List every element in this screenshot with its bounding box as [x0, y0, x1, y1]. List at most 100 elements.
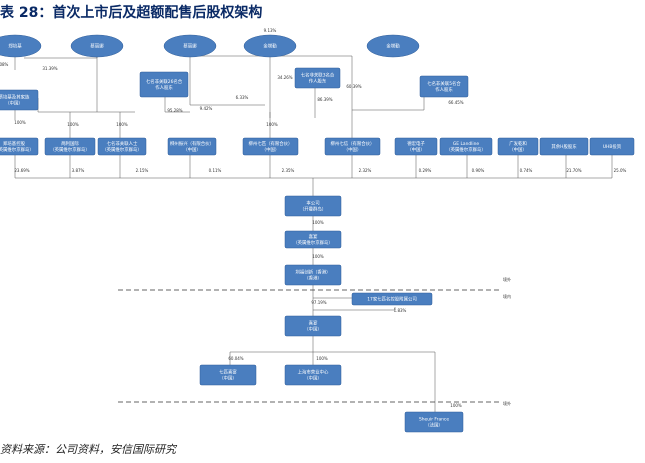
shareholder-1-text: 郑培基控股	[3, 140, 26, 147]
region-label-3: 境外	[503, 400, 511, 406]
chain-box-1-rect	[284, 230, 342, 249]
shareholder-6-text: 柳州七信（有限合伙）	[331, 140, 375, 147]
side-box-1-rect	[139, 71, 189, 98]
edge-label-25: 25.0%	[614, 168, 627, 173]
subsidiary-box-2-text: 上海市营业中心	[298, 369, 329, 376]
edge-label-16: 3.87%	[72, 168, 85, 173]
side-box-2-text: 作人股东	[309, 78, 327, 85]
side-box-3-text: 作人股东	[435, 86, 453, 93]
holding-box-left-text: 蔡培基及其家族	[0, 94, 30, 101]
group-box-rect	[351, 292, 433, 306]
person-4: 金增勤	[243, 34, 297, 58]
entity-boxes: 郑培基蔡丽娜蔡丽娜金增勤金增勤七名非关联26名合作人股东七名非关联3名合作人股东…	[0, 34, 635, 433]
shareholder-4-rect	[167, 137, 217, 156]
shareholder-4-text: （中国）	[183, 146, 201, 153]
shareholder-5-text: 柳州七匹（有限合伙）	[249, 140, 293, 147]
edge-label-8: 86.39%	[317, 97, 332, 102]
edge-label-30: 60.04%	[228, 356, 243, 361]
person-1: 郑培基	[0, 34, 42, 58]
edge-label-28: 97.19%	[311, 300, 326, 305]
subsidiary-box-2: 上海市营业中心（中国）	[284, 364, 342, 386]
person-2-text: 蔡丽娜	[90, 43, 104, 50]
chain-box-3-text: （中国）	[304, 326, 322, 333]
shareholder-9-text: （中国）	[509, 146, 527, 153]
shareholder-3-rect	[97, 137, 147, 156]
chain-box-3-rect	[284, 315, 342, 337]
france-box-text: Sheuir France	[419, 417, 449, 423]
shareholder-2: 两利国际（英属维尔京群岛）	[44, 137, 96, 156]
shareholder-7-rect	[394, 137, 438, 156]
side-box-1-text: 作人股东	[155, 84, 173, 91]
holding-box-left-text: （中国）	[5, 100, 23, 107]
edge-label-31: 100%	[316, 356, 328, 361]
shareholder-10-rect	[539, 137, 589, 156]
side-box-1-text: 七名非关联26名合	[146, 78, 183, 85]
subsidiary-box-1-text: （中国）	[219, 375, 237, 382]
shareholder-7-text: （中国）	[407, 146, 425, 153]
edge-label-22: 0.90%	[472, 168, 485, 173]
source-note: 资料来源：公司资料，安信国际研究	[0, 443, 176, 456]
person-2-shape	[70, 34, 124, 58]
shareholder-4-text: 柳州振兴（有限合伙）	[170, 140, 214, 147]
shareholder-5-rect	[242, 137, 299, 156]
edge-label-24: 21.70%	[566, 168, 581, 173]
edge-label-27: 100%	[312, 254, 324, 259]
shareholder-8: GE Landline（英属维尔京群岛）	[439, 137, 493, 156]
page-title: 表 28：首次上市后及超额配售后股权架构	[0, 5, 263, 21]
shareholder-2-text: （英属维尔京群岛）	[50, 146, 90, 153]
edge-label-12: 100%	[67, 122, 79, 127]
edge-label-1: 0.08%	[0, 62, 9, 67]
side-box-2-rect	[294, 67, 341, 89]
person-5: 金增勤	[366, 34, 420, 58]
company-box-text: 本公司	[306, 200, 319, 207]
shareholder-9-rect	[497, 137, 539, 156]
edge-label-4: 34.26%	[277, 75, 292, 80]
subsidiary-box-1-text: 七匹喜宴	[219, 369, 237, 376]
edge-label-13: 100%	[116, 122, 128, 127]
edge-label-2: 31.39%	[42, 66, 57, 71]
subsidiary-box-2-rect	[284, 364, 342, 386]
edge-label-18: 0.11%	[209, 168, 222, 173]
region-label-2: 境内	[503, 293, 511, 299]
edge-label-23: 0.74%	[520, 168, 533, 173]
person-4-shape	[243, 34, 297, 58]
shareholder-10: 其余H股股东	[539, 137, 589, 156]
shareholder-5: 柳州七匹（有限合伙）（中国）	[242, 137, 299, 156]
edge-label-10: 66.45%	[448, 100, 463, 105]
chain-box-2-rect	[284, 264, 342, 286]
region-label-1: 境外	[503, 276, 511, 282]
group-box: 17家七匹名控股附属公司	[351, 292, 433, 306]
edge-label-5: 9.42%	[200, 106, 213, 111]
edge-label-19: 2.35%	[282, 168, 295, 173]
chain-box-3: 喜宴（中国）	[284, 315, 342, 337]
company-box-text: （开曼群岛）	[300, 206, 326, 213]
person-1-shape	[0, 34, 42, 58]
shareholder-8-rect	[439, 137, 493, 156]
person-5-shape	[366, 34, 420, 58]
edge-label-3: 9.13%	[264, 28, 277, 33]
edge-labels: 境外境内境外0.08%31.39%9.13%34.26%9.42%6.33%95…	[0, 28, 627, 408]
shareholder-3-text: 七名非关联人士	[107, 140, 138, 147]
shareholder-3-text: （英属维尔京群岛）	[102, 146, 142, 153]
shareholder-7-text: 德宏电子	[407, 140, 425, 147]
shareholder-9: 广发乾和（中国）	[497, 137, 539, 156]
shareholder-1-text: （英属维尔京群岛）	[0, 146, 34, 153]
group-box-text: 17家七匹名控股附属公司	[367, 296, 417, 303]
shareholder-11-rect	[589, 137, 635, 156]
shareholder-5-text: （中国）	[262, 146, 280, 153]
edge-label-20: 2.32%	[359, 168, 372, 173]
chain-box-1: 喜宴（英属维尔京群岛）	[284, 230, 342, 249]
shareholder-1: 郑培基控股（英属维尔京群岛）	[0, 137, 39, 156]
edge-label-32: 100%	[450, 403, 462, 408]
person-1-text: 郑培基	[8, 43, 22, 50]
chain-box-2-text: 圳福创新（香港）	[295, 269, 330, 276]
subsidiary-box-2-text: （中国）	[304, 375, 322, 382]
shareholder-8-text: （英属维尔京群岛）	[446, 146, 486, 153]
holding-box-left: 蔡培基及其家族（中国）	[0, 89, 39, 111]
france-box-rect	[404, 411, 464, 433]
france-box-text: （法国）	[425, 422, 443, 429]
shareholder-7: 德宏电子（中国）	[394, 137, 438, 156]
edge-label-14: 100%	[266, 122, 278, 127]
